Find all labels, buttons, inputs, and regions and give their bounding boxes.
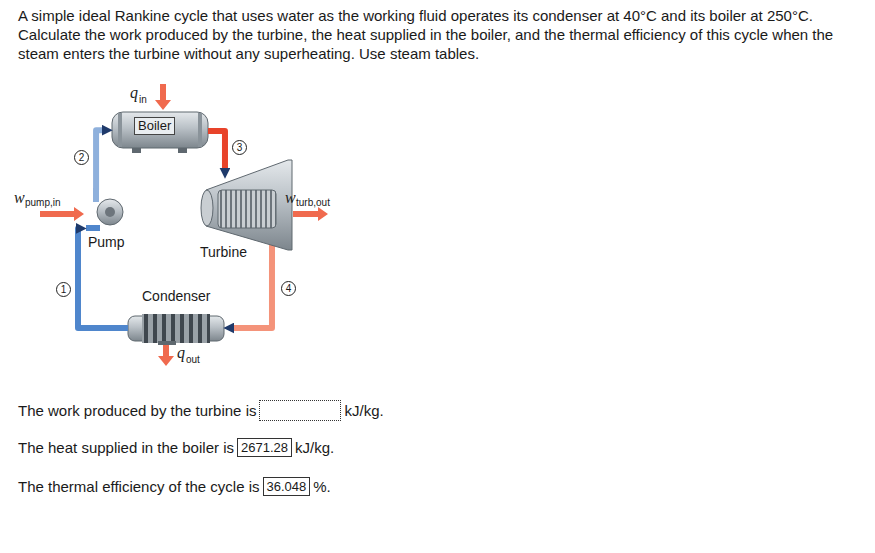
turbine-casing bbox=[206, 160, 292, 250]
answer-text: The thermal efficiency of the cycle is bbox=[18, 478, 260, 495]
boiler-leg bbox=[132, 148, 141, 153]
pipe bbox=[96, 130, 105, 190]
pipe bbox=[78, 228, 128, 328]
answer-text: The heat supplied in the boiler is bbox=[18, 439, 234, 456]
problem-text: A simple ideal Rankine cycle that uses w… bbox=[18, 6, 868, 63]
part-name: Turbine bbox=[200, 244, 247, 260]
pump-inlet bbox=[86, 225, 100, 231]
pump-symbol bbox=[86, 188, 123, 231]
answer-text: The work produced by the turbine is bbox=[18, 402, 256, 419]
answer-row: The work produced by the turbine is kJ/kg… bbox=[18, 400, 384, 421]
pump-hub bbox=[105, 207, 115, 217]
state-number: 1 bbox=[56, 282, 71, 297]
state-number: 4 bbox=[281, 281, 296, 296]
state-number: 2 bbox=[74, 150, 89, 165]
subscript: out bbox=[186, 354, 200, 366]
heat-out-arrow bbox=[158, 345, 174, 366]
turbine-work-arrow bbox=[293, 207, 328, 221]
part-name: Boiler bbox=[134, 117, 175, 135]
answer-blank bbox=[259, 400, 341, 421]
subscript: pump,in bbox=[25, 197, 61, 209]
heat-in-arrow bbox=[155, 84, 171, 110]
state-number: 3 bbox=[232, 140, 247, 155]
answer-text: %. bbox=[313, 478, 331, 495]
boiler-band bbox=[198, 113, 202, 147]
boiler-drum bbox=[112, 112, 208, 153]
pump-work-arrow bbox=[40, 207, 84, 221]
condenser: Condenser bbox=[128, 286, 224, 342]
part-name: Condenser bbox=[142, 288, 211, 304]
subscript: turb,out bbox=[296, 197, 330, 209]
answer-box: 36.048 bbox=[263, 477, 311, 496]
answer-row: The thermal efficiency of the cycle is36… bbox=[18, 477, 331, 496]
work-symbol: w bbox=[14, 189, 25, 207]
turbine: Turbine bbox=[198, 178, 292, 262]
heat-symbol: q bbox=[130, 84, 138, 102]
boiler: Boiler bbox=[112, 110, 208, 152]
turbine-blades bbox=[218, 190, 276, 228]
work-symbol: w bbox=[285, 189, 296, 207]
answer-value: 36.048 bbox=[263, 477, 311, 496]
pump-outlet bbox=[93, 188, 99, 202]
pump: Pump bbox=[86, 190, 128, 252]
turbine-symbol bbox=[201, 160, 292, 264]
answer-row: The heat supplied in the boiler is2671.2… bbox=[18, 438, 334, 457]
turbine-exhaust bbox=[269, 244, 275, 264]
condenser-symbol bbox=[128, 314, 224, 345]
boiler-band bbox=[118, 113, 122, 147]
pipe bbox=[208, 131, 225, 171]
pump-casing bbox=[97, 199, 123, 225]
condenser-fins bbox=[142, 314, 210, 343]
subscript: in bbox=[139, 94, 147, 106]
boiler-leg bbox=[178, 148, 187, 153]
boiler-shell bbox=[112, 112, 208, 148]
answer-text: kJ/kg. bbox=[344, 402, 383, 419]
turbine-inlet-face bbox=[201, 190, 213, 226]
condenser-base bbox=[158, 341, 176, 345]
answer-text: kJ/kg. bbox=[295, 439, 334, 456]
answer-value: 2671.28 bbox=[237, 438, 292, 457]
part-name: Pump bbox=[88, 234, 125, 250]
pipe bbox=[231, 262, 272, 328]
heat-symbol: q bbox=[177, 344, 185, 362]
answer-box: 2671.28 bbox=[237, 438, 292, 457]
